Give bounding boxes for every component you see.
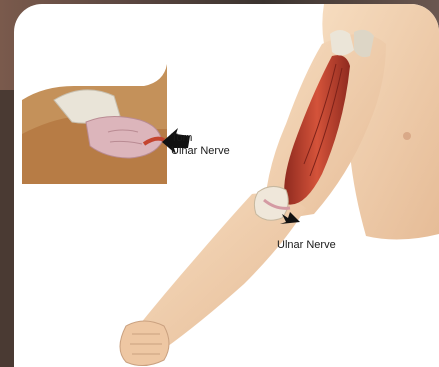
fist-shape [120, 321, 169, 366]
ulnar-nerve-label: Ulnar Nerve [277, 239, 336, 252]
image-card: Torn Ulnar Nerve Ulnar Nerve [14, 4, 439, 367]
torn-label-line1: Torn [171, 132, 261, 145]
torn-nerve-inset [22, 52, 190, 184]
torn-label-line2: Ulnar Nerve [171, 145, 261, 158]
torn-ulnar-nerve-label: Torn Ulnar Nerve [171, 132, 261, 158]
nipple-mark [403, 132, 411, 140]
arm-anatomy-illustration [14, 4, 439, 367]
